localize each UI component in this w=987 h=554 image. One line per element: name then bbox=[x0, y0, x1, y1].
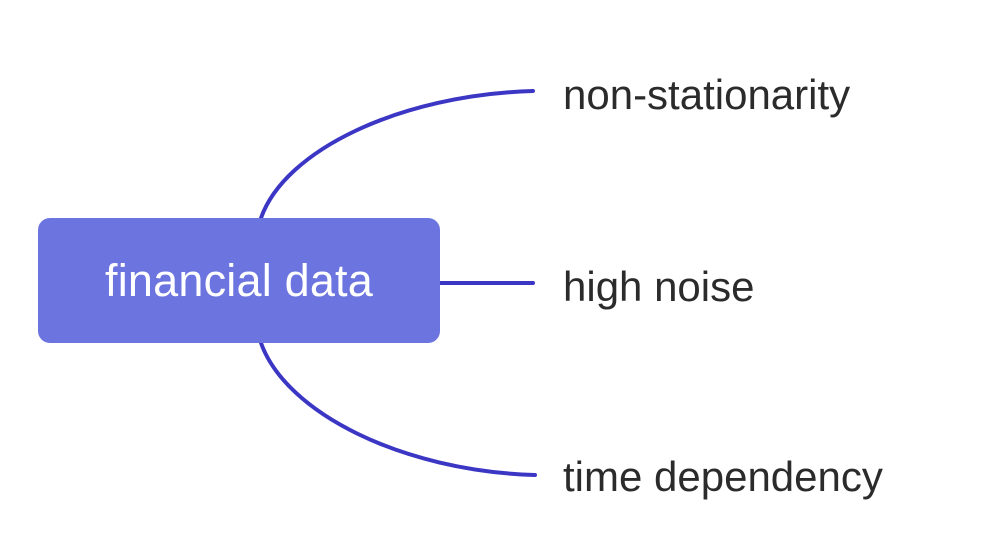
branch-label-high-noise[interactable]: high noise bbox=[563, 263, 755, 310]
root-node-label: financial data bbox=[105, 255, 373, 306]
branch-label-time-dependency[interactable]: time dependency bbox=[563, 453, 883, 500]
root-node-financial-data[interactable]: financial data bbox=[38, 218, 440, 343]
branch-connector-time-dependency bbox=[259, 341, 537, 477]
branch-connector-non-stationarity bbox=[259, 89, 535, 220]
branch-label-non-stationarity[interactable]: non-stationarity bbox=[563, 71, 851, 118]
